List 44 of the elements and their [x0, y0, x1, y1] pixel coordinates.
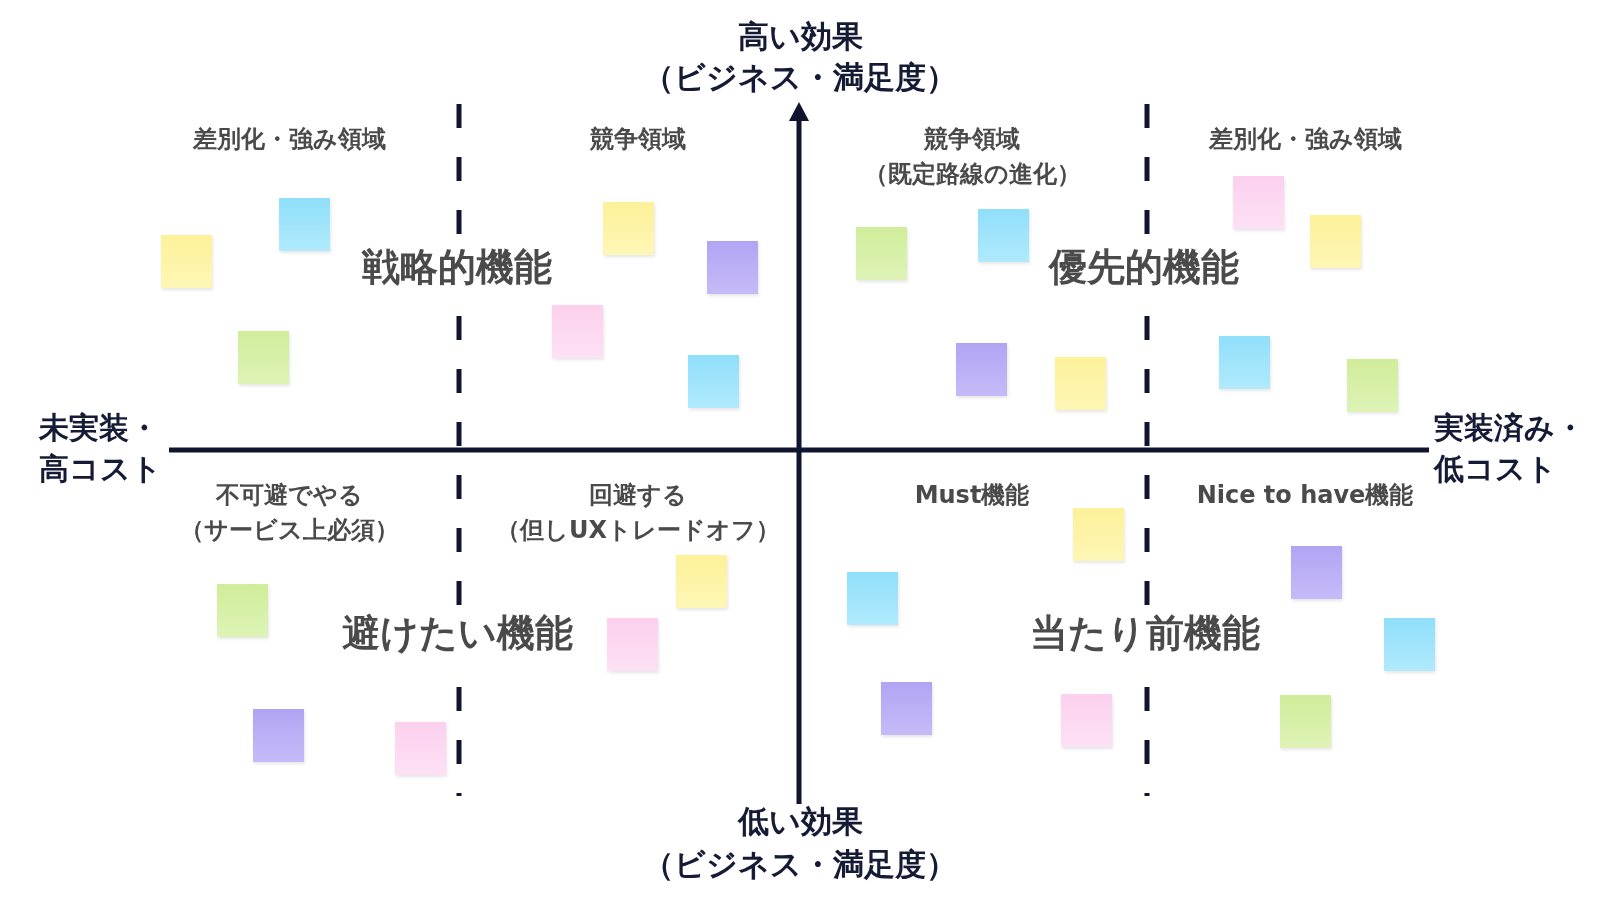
- region-label: 差別化・強み領域: [1208, 124, 1402, 154]
- sticky-note: [551, 304, 603, 358]
- sticky-note: [1232, 175, 1284, 229]
- sticky-note: [1060, 693, 1112, 747]
- axis-label: 低い効果: [737, 803, 863, 841]
- region-label: （サービス上必須）: [179, 515, 399, 545]
- region-label: Nice to have機能: [1196, 480, 1414, 510]
- axis-label: 未実装・高コスト: [39, 409, 163, 488]
- sticky-note: [216, 583, 268, 637]
- region-label: 不可避でやる: [215, 480, 363, 510]
- axis-label: （ビジネス・満足度）: [643, 846, 957, 884]
- sticky-note: [846, 571, 898, 625]
- sticky-note: [1309, 214, 1361, 268]
- sticky-note: [1072, 507, 1124, 561]
- sticky-note: [687, 354, 739, 408]
- axis-label: 高い効果: [737, 18, 863, 56]
- axis-label: 実装済み・低コスト: [1434, 409, 1586, 488]
- region-label: Must機能: [914, 480, 1030, 510]
- sticky-note: [1279, 694, 1331, 748]
- sticky-note: [1218, 335, 1270, 389]
- sticky-note: [955, 342, 1007, 396]
- sticky-note: [237, 330, 289, 384]
- sticky-note: [1054, 356, 1106, 410]
- region-label: 回避する: [589, 480, 687, 510]
- region-label: （但しUXトレードオフ）: [496, 515, 780, 545]
- sticky-note: [977, 208, 1029, 262]
- sticky-note: [252, 708, 304, 762]
- sticky-note: [855, 226, 907, 280]
- region-label: 競争領域: [924, 124, 1020, 154]
- sticky-note: [278, 197, 330, 251]
- region-label: 差別化・強み領域: [192, 124, 386, 154]
- sticky-note: [602, 201, 654, 255]
- sticky-note: [880, 681, 932, 735]
- sticky-note: [160, 234, 212, 288]
- sticky-note: [606, 617, 658, 671]
- sticky-note: [1383, 617, 1435, 671]
- sticky-note: [706, 240, 758, 294]
- sticky-note: [1290, 545, 1342, 599]
- region-label: 競争領域: [590, 124, 686, 154]
- region-label: （既定路線の進化）: [863, 159, 1081, 189]
- sticky-note: [675, 554, 727, 608]
- sticky-note: [394, 721, 446, 775]
- axis-label: （ビジネス・満足度）: [643, 59, 957, 97]
- sticky-note: [1346, 358, 1398, 412]
